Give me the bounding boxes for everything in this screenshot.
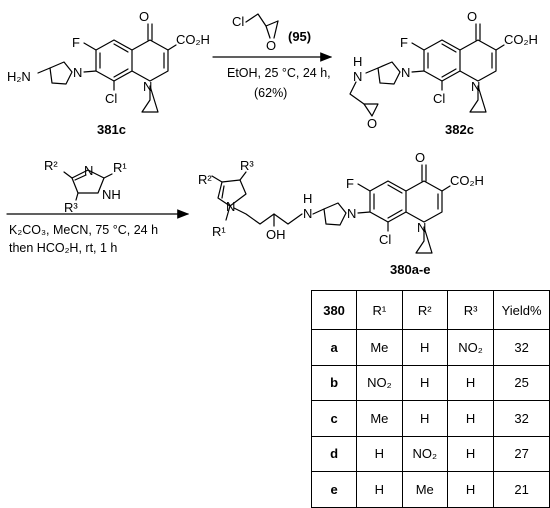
imidazole-reagent: N NH R¹ R² R³ [44, 158, 127, 215]
cell-r1: Me [356, 329, 403, 366]
cell-r2: Me [401, 471, 448, 508]
reagent-epoxide-o: O [266, 38, 276, 53]
cell-r2: H [401, 329, 448, 366]
product-r1: R¹ [212, 224, 226, 239]
cell-yield: 32 [493, 400, 550, 437]
cell-compound: c [310, 400, 358, 437]
pyrrolidine-nitrogen: N [347, 206, 356, 221]
cell-r3: H [446, 471, 495, 508]
amine-n: N [353, 69, 362, 84]
step2-line1: K₂CO₃, MeCN, 75 °C, 24 h [9, 223, 158, 237]
acid-group: CO₂H [504, 32, 538, 47]
ring-nitrogen: N [471, 79, 480, 94]
table-row: e H Me H 21 [310, 471, 550, 508]
yield-table: 380 R¹ R² R³ Yield% a Me H NO₂ 32 b NO₂ … [310, 290, 550, 508]
chlorine: Cl [379, 232, 391, 247]
cell-r2: H [401, 364, 448, 401]
ring-nitrogen: N [417, 220, 426, 235]
step1: Cl O (95) EtOH, 25 °C, 24 h, (62%) [212, 13, 333, 100]
epoxide-o: O [367, 116, 377, 131]
cell-r3: H [446, 435, 495, 472]
amine-n: N [303, 206, 312, 221]
cell-r3: H [446, 400, 495, 437]
fluorine: F [400, 35, 408, 50]
compound-382c: O CO₂H F N N Cl H N O 382c [349, 9, 538, 137]
compound-380: O CO₂H F N N Cl H N OH N R¹ R² R³ 380a-e [198, 150, 484, 277]
carbonyl-o: O [415, 150, 425, 165]
acid-group: CO₂H [450, 173, 484, 188]
cell-yield: 32 [493, 329, 550, 366]
compound-381c: O CO₂H F N N Cl H₂N 381c [7, 9, 210, 137]
carbonyl-o: O [139, 9, 149, 24]
cell-compound: e [310, 471, 358, 508]
cell-r1: H [356, 435, 403, 472]
table-row: d H NO₂ H 27 [310, 435, 550, 472]
header-r3: R³ [446, 290, 495, 330]
ring-nitrogen: N [143, 79, 152, 94]
table-row: a Me H NO₂ 32 [310, 329, 550, 366]
imidazole-r1: R¹ [113, 160, 127, 175]
step2-line2: then HCO₂H, rt, 1 h [9, 241, 117, 255]
chlorine: Cl [105, 91, 117, 106]
header-compound: 380 [310, 290, 358, 330]
cell-r1: Me [356, 400, 403, 437]
cell-yield: 21 [493, 471, 550, 508]
amine-group: H₂N [7, 69, 31, 84]
step1-yield: (62%) [254, 86, 287, 100]
imidazole-n1: N [226, 199, 235, 214]
cell-compound: a [310, 329, 358, 366]
cell-yield: 25 [493, 364, 550, 401]
product-r3: R³ [240, 158, 254, 173]
hydroxyl: OH [266, 227, 286, 242]
amine-h: H [303, 191, 312, 206]
step1-conditions: EtOH, 25 °C, 24 h, [227, 66, 331, 80]
pyrrolidine-nitrogen: N [73, 65, 82, 80]
product-r2: R² [198, 172, 212, 187]
table-row: b NO₂ H H 25 [310, 364, 550, 401]
compound-label-382c: 382c [445, 122, 474, 137]
reaction-scheme: O CO₂H F N N Cl H₂N 381c Cl O (95) EtOH,… [6, 9, 538, 277]
compound-label-381c: 381c [97, 122, 126, 137]
fluorine: F [346, 176, 354, 191]
reagent-ref: (95) [288, 29, 311, 44]
header-r2: R² [401, 290, 448, 330]
imidazole-r2: R² [44, 158, 58, 173]
imidazole-r3: R³ [64, 200, 78, 215]
amine-h: H [353, 54, 362, 69]
reagent-chlorine: Cl [232, 14, 244, 29]
pyrrolidine-nitrogen: N [401, 65, 410, 80]
compound-label-380: 380a-e [390, 262, 430, 277]
fluorine: F [72, 35, 80, 50]
cell-yield: 27 [493, 435, 550, 472]
chlorine: Cl [433, 91, 445, 106]
imidazole-nh: NH [102, 187, 121, 202]
carbonyl-o: O [467, 9, 477, 24]
cell-r3: H [446, 364, 495, 401]
table-header-row: 380 R¹ R² R³ Yield% [310, 290, 550, 330]
cell-r2: H [401, 400, 448, 437]
cell-r2: NO₂ [401, 435, 448, 472]
cell-r1: H [356, 471, 403, 508]
table-row: c Me H H 32 [310, 400, 550, 437]
header-r1: R¹ [356, 290, 403, 330]
acid-group: CO₂H [176, 32, 210, 47]
header-yield: Yield% [493, 290, 550, 330]
step2: K₂CO₃, MeCN, 75 °C, 24 h then HCO₂H, rt,… [6, 209, 190, 255]
imidazole-n: N [84, 163, 93, 178]
cell-r3: NO₂ [446, 329, 495, 366]
cell-compound: d [310, 435, 358, 472]
cell-r1: NO₂ [356, 364, 403, 401]
cell-compound: b [310, 364, 358, 401]
